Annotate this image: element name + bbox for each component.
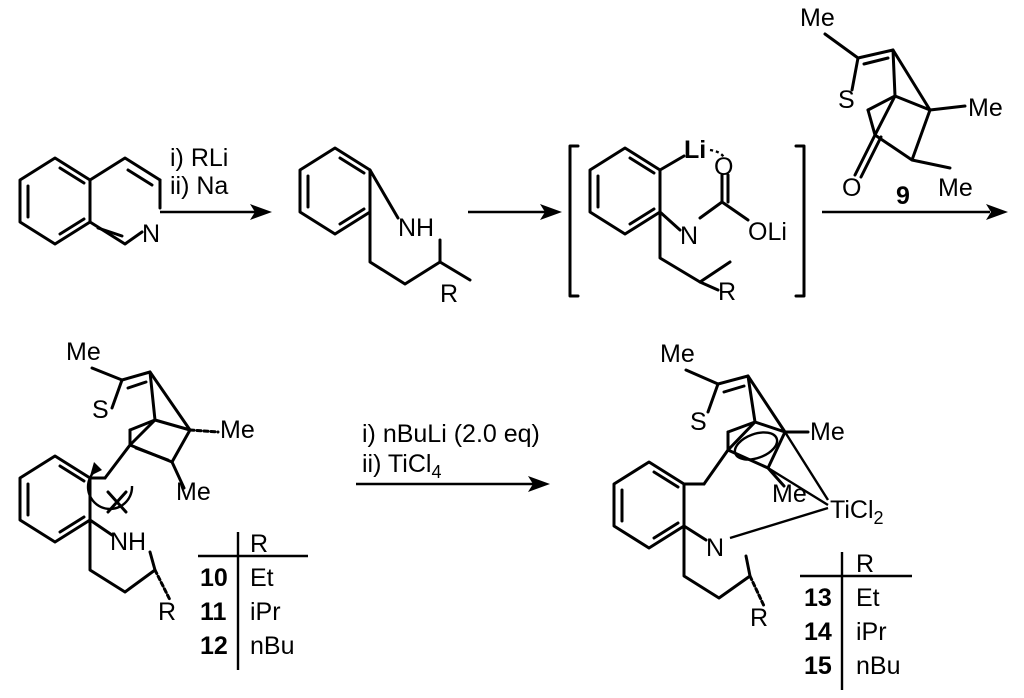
r-group-value: nBu — [250, 632, 294, 660]
compound9-me-right: Me — [968, 94, 1003, 122]
reaction-arrow-4: i) nBuLi (2.0 eq) ii) TiCl4 — [356, 420, 550, 492]
complex-ticl2-label: TiCl2 — [830, 496, 884, 528]
complex-table-header: R — [856, 550, 874, 578]
complex-me-bottom: Me — [772, 480, 807, 508]
compound-number: 12 — [200, 632, 228, 660]
r-group-value: iPr — [250, 598, 281, 626]
compound9-number: 9 — [896, 182, 910, 210]
ligand-me-top: Me — [66, 338, 101, 366]
intermediate-oli-label: OLi — [748, 218, 787, 246]
compound9-o-label: O — [842, 174, 861, 202]
reaction-arrow-2 — [468, 204, 562, 220]
complex-me-top: Me — [660, 340, 695, 368]
intermediate-n-label: N — [680, 222, 698, 250]
step1-reagent-1: i) RLi — [170, 144, 228, 172]
lithiated-intermediate-structure: Li O N OLi R — [568, 136, 806, 306]
compound-number: 14 — [804, 618, 832, 646]
reaction-arrow-1: i) RLi ii) Na — [160, 144, 272, 220]
compound9-me-top: Me — [800, 4, 835, 32]
step2-reagent-1: i) nBuLi (2.0 eq) — [362, 420, 540, 448]
reaction-arrow-3 — [822, 204, 1008, 220]
table-row: 12 nBu — [200, 632, 294, 660]
compound-number: 15 — [804, 652, 832, 680]
table-row: 10 Et — [200, 564, 274, 592]
quinoline-n-label: N — [142, 220, 160, 248]
compound-number: 11 — [200, 598, 227, 626]
intermediate-o-label: O — [714, 153, 733, 181]
complex-s-label: S — [690, 408, 707, 436]
compound-9-structure: Me S Me Me O 9 — [800, 4, 1003, 210]
ligand-r-table: R 10 Et 11 iPr 12 nBu — [198, 530, 308, 670]
thq-nh-label: NH — [398, 214, 434, 242]
compound9-s-label: S — [838, 86, 855, 114]
compound-number: 10 — [200, 564, 228, 592]
r-group-value: Et — [856, 584, 880, 612]
ligand-me-right: Me — [220, 416, 255, 444]
complex-me-right: Me — [810, 418, 845, 446]
r-group-value: Et — [250, 564, 274, 592]
ligand-table-header: R — [250, 530, 268, 558]
tetrahydroquinoline-structure: NH R — [298, 146, 472, 308]
thq-r-label: R — [440, 280, 458, 308]
compound-number: 13 — [804, 584, 832, 612]
table-row: 15 nBu — [804, 652, 900, 680]
table-row: 14 iPr — [804, 618, 887, 646]
r-group-value: iPr — [856, 618, 887, 646]
titanium-complex-structure: Me S Me Me TiCl2 N R R 13 Et 14 — [612, 340, 912, 690]
complex-n-label: N — [706, 534, 724, 562]
complex-r-table: R 13 Et 14 iPr 15 nBu — [800, 550, 912, 690]
ligand-me-bottom: Me — [176, 478, 211, 506]
table-row: 13 Et — [804, 584, 880, 612]
step1-reagent-2: ii) Na — [170, 172, 228, 200]
ligand-nh-label: NH — [110, 528, 146, 556]
quinoline-structure: N — [18, 156, 162, 248]
r-group-value: nBu — [856, 652, 900, 680]
ligand-10-12-structure: Me S Me Me NH R R 10 Et — [18, 338, 308, 670]
ligand-r-label: R — [158, 598, 176, 626]
intermediate-r-label: R — [718, 278, 736, 306]
table-row: 11 iPr — [200, 598, 281, 626]
complex-r-label: R — [750, 604, 768, 632]
intermediate-li-label: Li — [684, 136, 706, 164]
ligand-s-label: S — [92, 396, 109, 424]
step2-reagent-2: ii) TiCl4 — [362, 450, 441, 482]
compound9-me-bottom: Me — [938, 174, 973, 202]
